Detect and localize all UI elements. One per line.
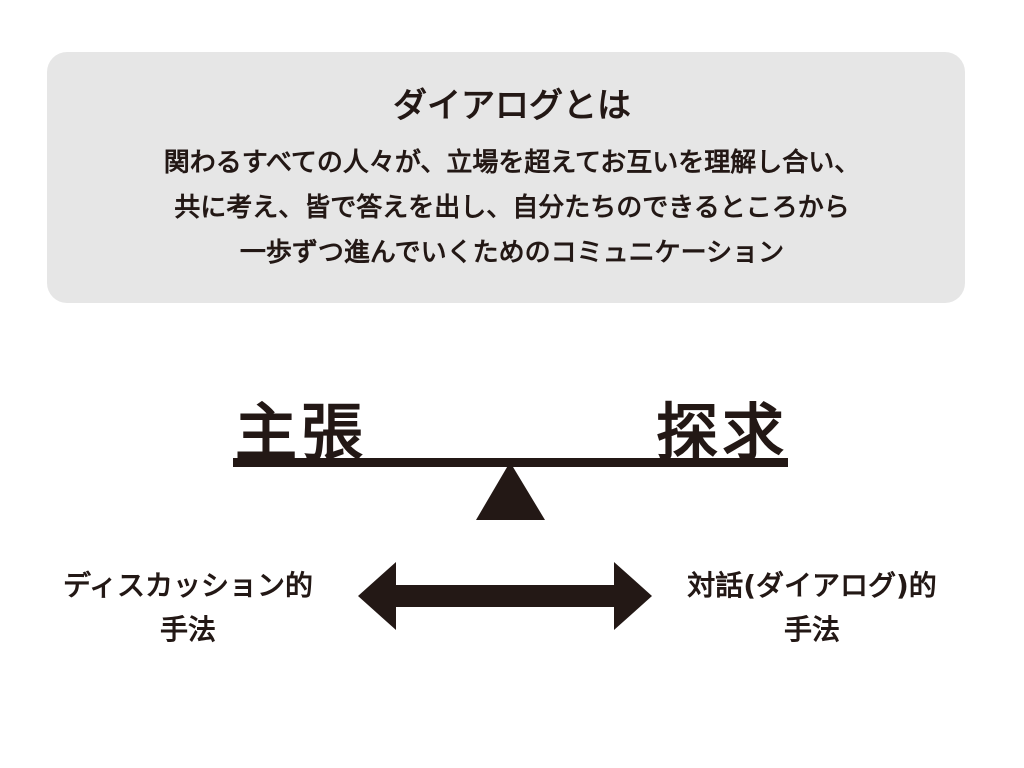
dialogue-method-line1: 対話(ダイアログ)的 — [687, 569, 937, 602]
inquiry-label: 探求 — [656, 396, 789, 469]
definition-title: ダイアログとは — [393, 86, 631, 126]
definition-line-1: 関わるすべての人々が、立場を超えてお互いを理解し合い、 — [163, 148, 861, 178]
fulcrum-triangle-icon — [476, 462, 545, 520]
assertion-label: 主張 — [235, 396, 368, 469]
definition-box — [47, 52, 965, 303]
dialogue-method-line2: 手法 — [783, 613, 840, 646]
definition-line-3: 一歩ずつ進んでいくためのコミュニケーション — [239, 238, 785, 268]
discussion-method-line2: 手法 — [159, 613, 216, 646]
discussion-method-label: ディスカッション的 手法 — [28, 564, 348, 652]
dialogue-method-label: 対話(ダイアログ)的 手法 — [652, 564, 972, 652]
discussion-method-line1: ディスカッション的 — [62, 569, 314, 602]
definition-line-2: 共に考え、皆で答えを出し、自分たちのできるところから — [174, 193, 850, 223]
seesaw-beam — [233, 458, 788, 467]
double-arrow-icon — [358, 562, 652, 630]
